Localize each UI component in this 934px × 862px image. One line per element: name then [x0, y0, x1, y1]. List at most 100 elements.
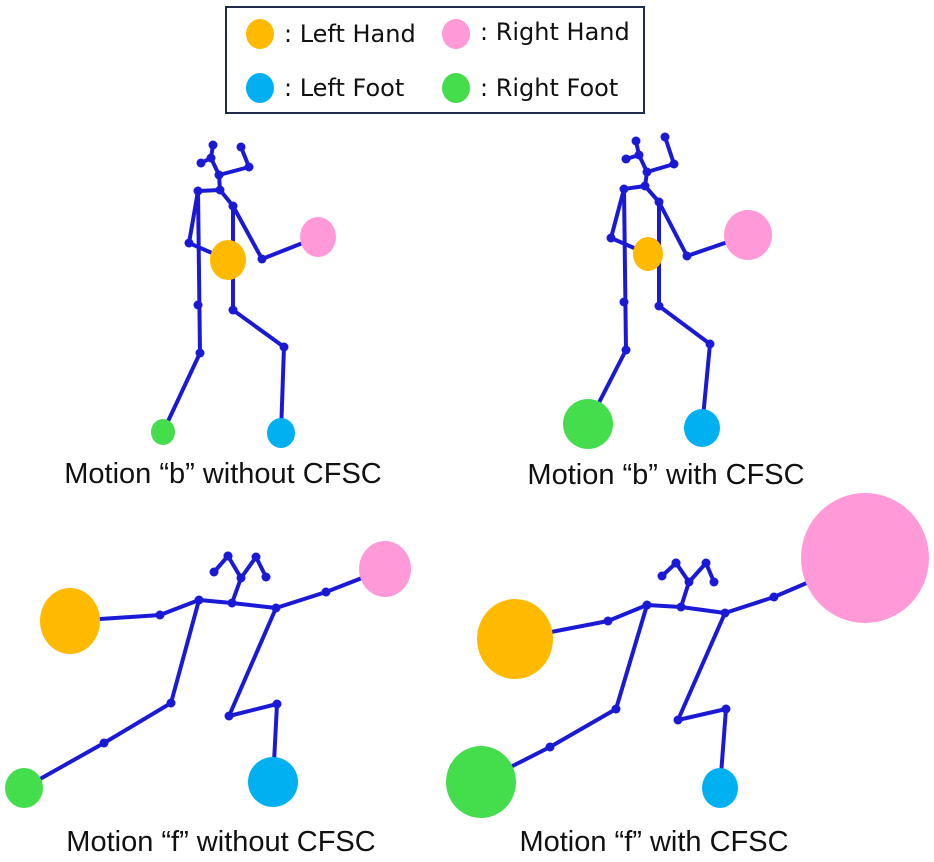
- skeleton-joint: [99, 738, 109, 748]
- skeleton-joint: [228, 201, 238, 211]
- skeleton-joint: [215, 185, 225, 195]
- skeleton-bone: [645, 603, 683, 609]
- caption-motion-b-without-cfsc: Motion “b” without CFSC: [64, 458, 382, 490]
- legend-right-foot-dot: [442, 73, 470, 103]
- skeleton-bone: [657, 200, 689, 258]
- skeleton-joint: [611, 704, 621, 714]
- skeleton-joint: [196, 158, 206, 168]
- skeleton-joint: [193, 186, 203, 196]
- right-foot-marker: [151, 419, 175, 445]
- right-hand-marker: [724, 210, 772, 260]
- skeleton-bone: [231, 204, 264, 261]
- skeleton-bone: [676, 707, 728, 722]
- legend-right-hand-dot: [442, 19, 470, 49]
- skeleton-joint: [194, 595, 204, 605]
- skeleton-bone: [197, 598, 234, 605]
- skeleton-joint: [673, 715, 683, 725]
- left-hand-marker: [633, 237, 663, 271]
- skeleton-joint: [631, 136, 641, 146]
- skeleton-joint: [206, 153, 216, 163]
- right-foot-marker: [563, 399, 613, 449]
- right-hand-marker: [801, 493, 929, 623]
- skeleton-joint: [272, 699, 282, 709]
- legend-right-hand-label: : Right Hand: [480, 18, 630, 46]
- skeleton-bone: [679, 605, 727, 615]
- skeleton-bone: [196, 189, 202, 355]
- skeleton-joint: [545, 742, 555, 752]
- skeleton-joint: [321, 587, 331, 597]
- skeleton-bone: [663, 135, 676, 166]
- skeleton-bone: [274, 590, 328, 610]
- skeleton-joint: [654, 197, 664, 207]
- caption-motion-b-with-cfsc: Motion “b” with CFSC: [527, 459, 804, 491]
- left-foot-marker: [248, 757, 298, 807]
- skeleton-joint: [621, 154, 631, 164]
- legend-right-foot-label: : Right Foot: [480, 74, 618, 102]
- skeleton-bone: [548, 707, 618, 749]
- right-foot-marker: [446, 746, 516, 818]
- skeleton-joint: [166, 698, 176, 708]
- skeleton-joint: [223, 551, 233, 561]
- skeleton-joint: [251, 552, 261, 562]
- skeleton-joint: [676, 602, 686, 612]
- legend-box: [225, 6, 645, 114]
- skeleton-joint: [720, 608, 730, 618]
- skeleton-joint: [184, 238, 194, 248]
- skeleton-joint: [209, 567, 219, 577]
- right-foot-marker: [5, 768, 43, 808]
- skeleton-bone: [158, 598, 201, 617]
- panel-motion-f-without-cfsc: [5, 541, 411, 808]
- skeleton-joint: [606, 233, 616, 243]
- left-foot-marker: [267, 418, 295, 448]
- skeleton-joint: [642, 600, 652, 610]
- skeleton-bone: [609, 187, 626, 240]
- skeleton-bone: [606, 603, 649, 623]
- legend: : Left Hand : Right Hand : Left Foot : R…: [225, 6, 645, 114]
- left-foot-marker: [702, 768, 738, 808]
- right-hand-marker: [359, 541, 411, 597]
- skeleton-bone: [676, 611, 727, 722]
- legend-left-foot-label: : Left Foot: [284, 74, 404, 102]
- skeleton-bone: [217, 165, 251, 177]
- skeleton-joint: [224, 711, 234, 721]
- skeleton-joint: [619, 297, 629, 307]
- skeleton-joint: [669, 159, 679, 169]
- skeleton-bone: [102, 701, 173, 745]
- skeleton-joint: [236, 573, 246, 583]
- skeleton-joint: [769, 592, 779, 602]
- skeleton-bone: [231, 308, 286, 349]
- skeleton-joint: [671, 558, 681, 568]
- skeleton-joint: [195, 348, 205, 358]
- skeleton-joint: [208, 140, 218, 150]
- skeleton-joint: [709, 577, 719, 587]
- legend-left-hand-dot: [246, 19, 274, 49]
- legend-left-hand-label: : Left Hand: [284, 20, 416, 48]
- skeleton-bone: [227, 702, 279, 718]
- skeleton-joint: [214, 170, 224, 180]
- skeleton-joint: [155, 610, 165, 620]
- skeleton-joint: [684, 577, 694, 587]
- skeleton-joint: [603, 616, 613, 626]
- right-hand-marker: [300, 217, 336, 257]
- skeleton-bone: [622, 187, 628, 352]
- skeleton-joint: [228, 305, 238, 315]
- left-hand-marker: [477, 599, 553, 679]
- panel-motion-b-without-cfsc: [151, 140, 336, 448]
- skeleton-bone: [657, 304, 712, 346]
- skeleton-joint: [701, 558, 711, 568]
- skeleton-joint: [227, 598, 237, 608]
- left-hand-marker: [210, 240, 246, 280]
- skeleton-joint: [642, 167, 652, 177]
- left-hand-marker: [40, 588, 100, 654]
- skeleton-joint: [236, 142, 246, 152]
- left-foot-marker: [684, 409, 720, 447]
- skeleton-bone: [227, 606, 278, 718]
- skeleton-joint: [244, 162, 254, 172]
- skeleton-joint: [721, 704, 731, 714]
- skeleton-bone: [169, 598, 201, 705]
- skeleton-joint: [640, 181, 650, 191]
- skeleton-limb: [161, 351, 202, 434]
- skeleton-joint: [705, 339, 715, 349]
- skeleton-bone: [645, 162, 676, 174]
